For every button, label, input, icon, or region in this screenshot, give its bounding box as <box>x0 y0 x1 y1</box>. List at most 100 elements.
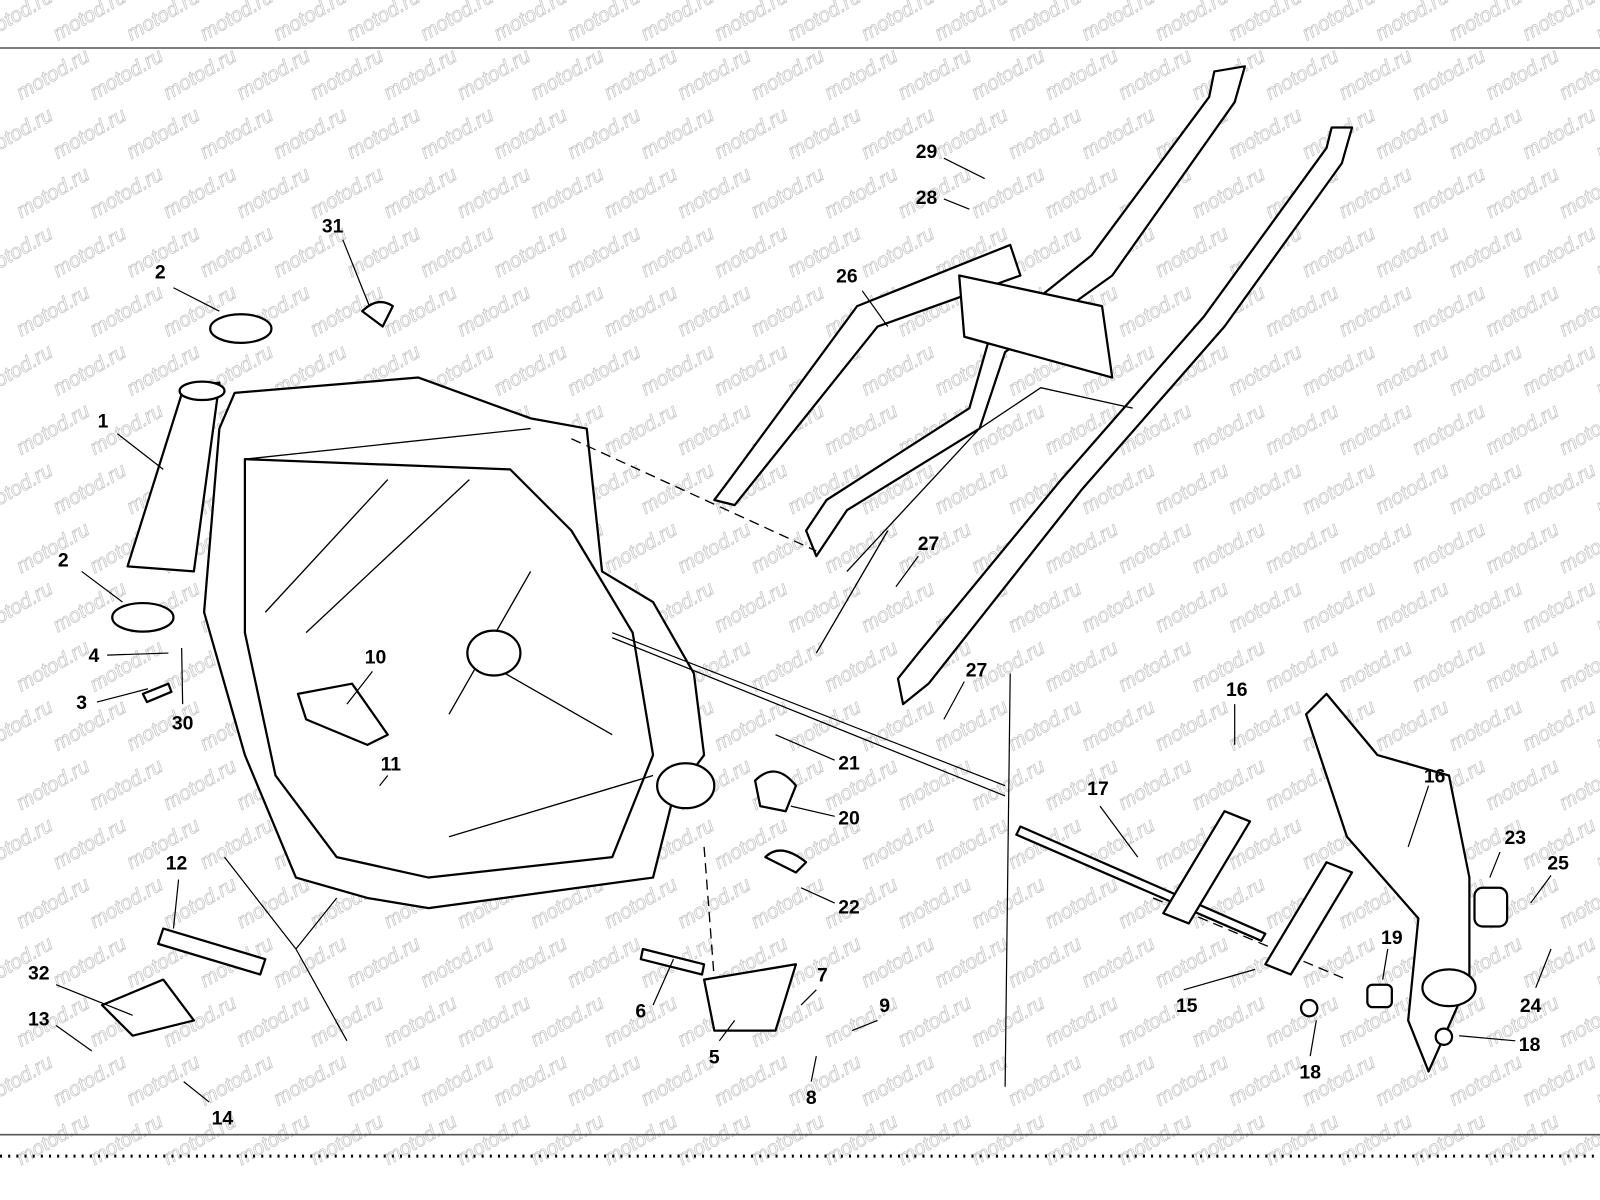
watermark-text: motod.ru <box>564 0 645 45</box>
watermark-text: motod.ru <box>307 163 388 222</box>
watermark-text: motod.ru <box>1041 992 1122 1051</box>
watermark-text: motod.ru <box>1078 104 1159 163</box>
rear-subframe <box>713 65 1354 706</box>
watermark-text: motod.ru <box>1519 341 1600 400</box>
watermark-text: motod.ru <box>564 223 645 282</box>
watermark-text: motod.ru <box>1225 0 1306 45</box>
watermark-text: motod.ru <box>49 578 130 637</box>
watermark-text: motod.ru <box>1556 637 1600 696</box>
watermark-text: motod.ru <box>637 459 718 518</box>
callout-16a: 16 <box>1226 679 1248 701</box>
watermark-text: motod.ru <box>1041 637 1122 696</box>
watermark-text: motod.ru <box>0 459 57 518</box>
watermark-text: motod.ru <box>858 578 939 637</box>
watermark-text: motod.ru <box>490 933 571 992</box>
watermark-text: motod.ru <box>490 104 571 163</box>
watermark-text: motod.ru <box>674 1110 755 1169</box>
watermark-text: motod.ru <box>1152 933 1233 992</box>
watermark-text: motod.ru <box>196 0 277 45</box>
watermark-text: motod.ru <box>307 992 388 1051</box>
watermark-text: motod.ru <box>1005 696 1086 755</box>
watermark-text: motod.ru <box>343 933 424 992</box>
watermark-text: motod.ru <box>1298 223 1379 282</box>
callout-21: 21 <box>838 752 860 774</box>
watermark-text: motod.ru <box>1445 459 1526 518</box>
watermark-text: motod.ru <box>160 163 241 222</box>
watermark-text: motod.ru <box>13 992 94 1051</box>
watermark-text: motod.ru <box>821 874 902 933</box>
watermark-text: motod.ru <box>1335 45 1416 104</box>
watermark-text: motod.ru <box>637 0 718 45</box>
watermark-text: motod.ru <box>1372 459 1453 518</box>
watermark-text: motod.ru <box>13 755 94 814</box>
watermark-text: motod.ru <box>784 578 865 637</box>
watermark-text: motod.ru <box>1519 933 1600 992</box>
callout-25: 25 <box>1547 852 1569 874</box>
watermark-text: motod.ru <box>307 45 388 104</box>
watermark-text: motod.ru <box>1188 992 1269 1051</box>
watermark-text: motod.ru <box>1409 163 1490 222</box>
watermark-text: motod.ru <box>564 104 645 163</box>
callout-12: 12 <box>166 852 188 874</box>
watermark-text: motod.ru <box>160 874 241 933</box>
watermark-text: motod.ru <box>49 933 130 992</box>
watermark-text: motod.ru <box>1445 696 1526 755</box>
callout-8: 8 <box>806 1087 817 1109</box>
callout-19: 19 <box>1381 927 1403 949</box>
watermark-text: motod.ru <box>13 519 94 578</box>
watermark-text: motod.ru <box>1262 637 1343 696</box>
watermark-text: motod.ru <box>1262 519 1343 578</box>
watermark-text: motod.ru <box>1152 696 1233 755</box>
watermark-text: motod.ru <box>1115 637 1196 696</box>
callout-1: 1 <box>98 411 109 433</box>
callout-24: 24 <box>1520 995 1542 1017</box>
watermark-text: motod.ru <box>931 814 1012 873</box>
watermark-text: motod.ru <box>0 814 57 873</box>
callout-28: 28 <box>916 187 938 209</box>
watermark-text: motod.ru <box>674 282 755 341</box>
watermark-text: motod.ru <box>343 1051 424 1110</box>
watermark-text: motod.ru <box>601 400 682 459</box>
watermark-text: motod.ru <box>417 223 498 282</box>
watermark-text: motod.ru <box>674 400 755 459</box>
watermark-text: motod.ru <box>343 0 424 45</box>
watermark-text: motod.ru <box>1519 459 1600 518</box>
watermark-text: motod.ru <box>527 1110 608 1169</box>
watermark-text: motod.ru <box>1041 163 1122 222</box>
watermark-text: motod.ru <box>490 0 571 45</box>
small-parts <box>100 300 1509 1073</box>
watermark-text: motod.ru <box>1188 519 1269 578</box>
watermark-text: motod.ru <box>49 814 130 873</box>
callout-31: 31 <box>322 216 344 238</box>
watermark-text: motod.ru <box>1078 0 1159 45</box>
watermark-text: motod.ru <box>13 282 94 341</box>
watermark-text: motod.ru <box>1041 874 1122 933</box>
watermark-text: motod.ru <box>1152 223 1233 282</box>
watermark-text: motod.ru <box>1115 1110 1196 1169</box>
watermark-text: motod.ru <box>747 1110 828 1169</box>
watermark-text: motod.ru <box>1005 0 1086 45</box>
watermark-text: motod.ru <box>894 1110 975 1169</box>
watermark-text: motod.ru <box>123 0 204 45</box>
watermark-text: motod.ru <box>1078 933 1159 992</box>
watermark-text: motod.ru <box>968 992 1049 1051</box>
watermark-text: motod.ru <box>968 45 1049 104</box>
watermark-text: motod.ru <box>858 0 939 45</box>
watermark-text: motod.ru <box>1115 519 1196 578</box>
watermark-text: motod.ru <box>1005 1051 1086 1110</box>
watermark-text: motod.ru <box>1188 1110 1269 1169</box>
watermark-text: motod.ru <box>196 814 277 873</box>
watermark-text: motod.ru <box>123 104 204 163</box>
watermark-text: motod.ru <box>784 104 865 163</box>
watermark-text: motod.ru <box>858 341 939 400</box>
callout-4: 4 <box>88 645 99 667</box>
watermark-text: motod.ru <box>1372 1051 1453 1110</box>
watermark-text: motod.ru <box>674 45 755 104</box>
watermark-text: motod.ru <box>1188 163 1269 222</box>
watermark-text: motod.ru <box>13 400 94 459</box>
callout-16b: 16 <box>1424 766 1446 788</box>
watermark-text: motod.ru <box>0 578 57 637</box>
watermark-text: motod.ru <box>821 755 902 814</box>
watermark-text: motod.ru <box>307 1110 388 1169</box>
watermark-text: motod.ru <box>1152 0 1233 45</box>
